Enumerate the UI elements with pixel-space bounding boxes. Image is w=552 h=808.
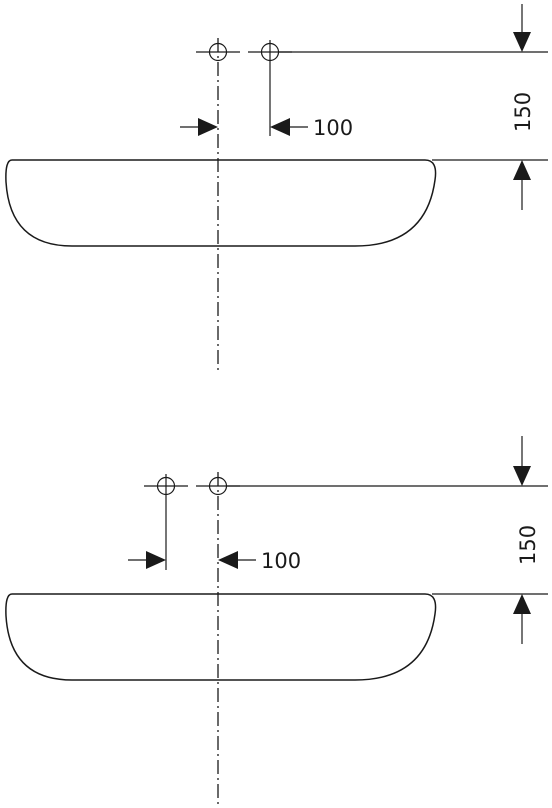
diagram-top: 100 150 xyxy=(5,4,548,372)
height-label-top: 150 xyxy=(511,92,535,132)
fixing-point-left-bottom xyxy=(144,474,188,570)
fixing-point-left-top xyxy=(196,42,240,62)
basin-outline-top xyxy=(5,159,437,247)
height-dimension-top: 150 xyxy=(278,4,548,210)
basin-outline-bottom xyxy=(5,593,437,681)
offset-label-bottom: 100 xyxy=(261,549,301,573)
diagram-bottom: 100 150 xyxy=(5,436,548,806)
height-label-bottom: 150 xyxy=(516,525,540,565)
offset-label-top: 100 xyxy=(313,116,353,140)
height-dimension-bottom: 150 xyxy=(226,436,548,644)
offset-dimension-top: 100 xyxy=(180,116,353,140)
offset-dimension-bottom: 100 xyxy=(128,549,301,573)
